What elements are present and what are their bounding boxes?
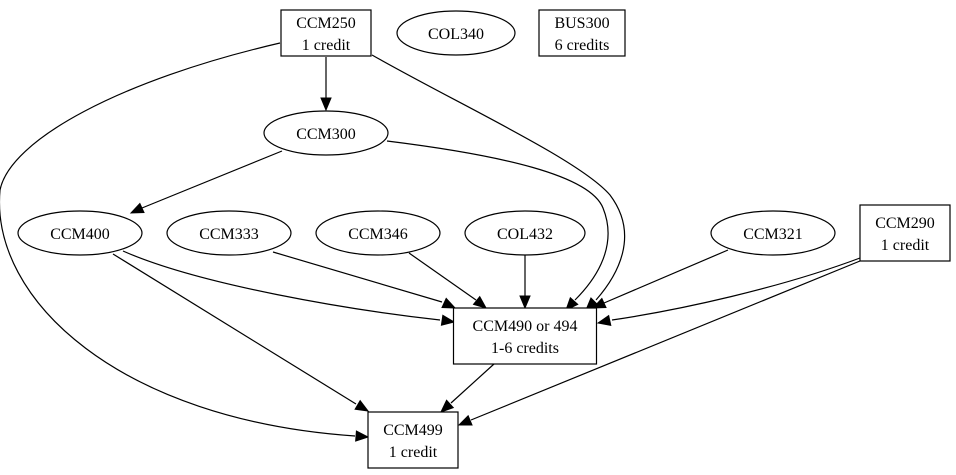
node-credits: 6 credits (555, 37, 610, 54)
arrowhead-icon (440, 314, 456, 326)
node-box (859, 204, 951, 262)
node-credits: 1 credit (302, 37, 351, 54)
arrowhead-icon (355, 430, 370, 442)
node-credits: 1 credit (881, 237, 930, 254)
arrowhead-icon (320, 97, 332, 112)
edge-line (122, 250, 441, 321)
node-label: CCM400 (50, 226, 110, 243)
nodes-layer: CCM250 1 credit COL340 BUS300 6 creditsCCM30… (17, 9, 951, 469)
edge-ccm400-to-ccm499 (112, 253, 370, 412)
node-ccm333: CCM333 (166, 210, 292, 256)
node-label: CCM290 (875, 215, 935, 232)
edge-ccm250-to-ccm499 (0, 42, 370, 442)
node-ccm400: CCM400 (17, 210, 143, 256)
edge-ccm490-to-ccm499 (440, 363, 495, 413)
arrowhead-icon (129, 202, 145, 214)
node-ellipse (166, 210, 292, 256)
edge-line (603, 249, 729, 304)
edge-line (386, 140, 609, 301)
edge-ccm346-to-ccm490 (408, 252, 488, 309)
node-label: COL340 (428, 26, 484, 43)
arrowhead-icon (472, 295, 488, 309)
arrowhead-icon (354, 399, 370, 412)
node-label: CCM321 (743, 226, 803, 243)
arrowhead-icon (519, 295, 531, 310)
edge-line (141, 150, 283, 209)
edge-line (272, 251, 443, 303)
node-ellipse (315, 210, 441, 256)
node-box (280, 9, 372, 57)
node-ellipse (263, 110, 389, 156)
edge-line (408, 252, 477, 301)
node-label: COL432 (497, 226, 553, 243)
node-ellipse (710, 210, 836, 256)
arrowhead-icon (565, 296, 579, 311)
edge-ccm300-to-ccm490 (386, 140, 609, 311)
edge-ccm321-to-ccm490 (591, 249, 729, 309)
edge-ccm250-to-ccm300 (320, 57, 332, 112)
node-label: CCM346 (348, 226, 408, 243)
node-box (367, 411, 459, 469)
edge-ccm290-to-ccm499 (457, 260, 861, 426)
node-ellipse (396, 10, 516, 56)
node-ellipse (464, 210, 586, 256)
node-label: CCM250 (296, 15, 356, 32)
arrowhead-icon (591, 297, 607, 309)
node-box (538, 9, 626, 57)
node-col432: COL432 (464, 210, 586, 256)
node-label: BUS300 (554, 15, 609, 32)
node-ccm300: CCM300 (263, 110, 389, 156)
arrowhead-icon (441, 297, 457, 309)
node-ccm346: CCM346 (315, 210, 441, 256)
node-col340: COL340 (396, 10, 516, 56)
node-ellipse (17, 210, 143, 256)
node-credits: 1 credit (389, 444, 438, 461)
edge-col432-to-ccm490 (519, 255, 531, 310)
edge-line (112, 253, 357, 405)
edge-line (371, 54, 626, 301)
node-box (452, 307, 598, 365)
edge-ccm300-to-ccm400 (129, 150, 283, 214)
arrowhead-icon (457, 414, 473, 426)
node-ccm499: CCM499 1 credit (367, 411, 459, 469)
node-bus300: BUS300 6 credits (538, 9, 626, 57)
node-ccm250: CCM250 1 credit (280, 9, 372, 57)
edge-ccm333-to-ccm490 (272, 251, 457, 309)
node-label: CCM300 (296, 126, 356, 143)
node-ccm321: CCM321 (710, 210, 836, 256)
node-credits: 1-6 credits (491, 340, 559, 357)
edge-ccm400-to-ccm490 (122, 250, 456, 326)
node-label: CCM333 (199, 226, 259, 243)
node-ccm290: CCM290 1 credit (859, 204, 951, 262)
edge-line (0, 42, 356, 437)
node-label: CCM490 or 494 (473, 318, 578, 335)
arrowhead-icon (440, 399, 455, 413)
edge-ccm290-to-ccm490 (596, 257, 861, 327)
edges-layer (0, 42, 861, 442)
edge-line (611, 257, 861, 321)
edge-line (470, 260, 861, 421)
arrowhead-icon (596, 314, 612, 327)
edge-ccm250-to-ccm490 (371, 54, 626, 311)
edge-line (450, 363, 495, 404)
node-ccm490: CCM490 or 494 1-6 credits (452, 307, 598, 365)
node-label: CCM499 (383, 422, 443, 439)
